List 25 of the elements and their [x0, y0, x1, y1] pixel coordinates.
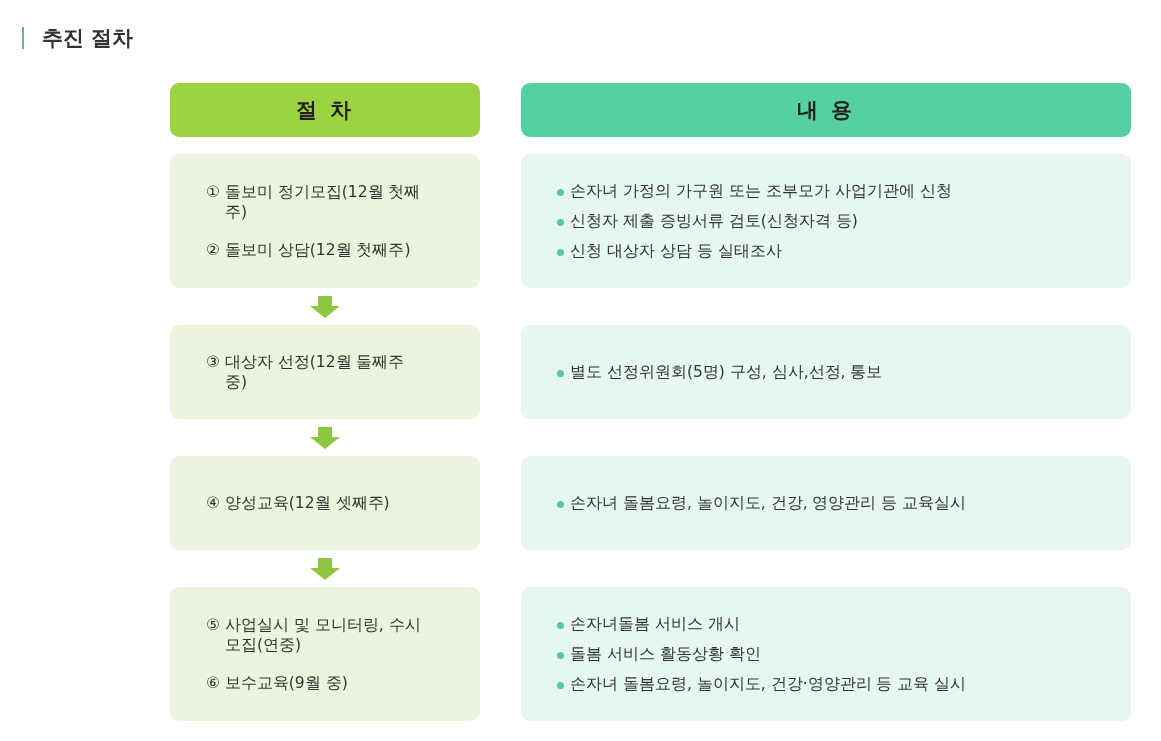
bullet-item: 신청 대상자 상담 등 실태조사 — [557, 240, 782, 262]
bullet-item: 손자녀 돌봄요령, 놀이지도, 건강, 영양관리 등 교육실시 — [557, 492, 967, 514]
content-box — [521, 154, 1131, 288]
step-text: ① 돌보미 정기모집(12월 첫째주) — [206, 182, 422, 222]
content-box — [521, 325, 1131, 419]
column-header: 절 차 — [170, 83, 480, 137]
column-header: 내 용 — [521, 83, 1131, 137]
content-box — [521, 587, 1131, 721]
step-text: ② 돌보미 상담(12월 첫째주) — [206, 240, 411, 260]
step-text: ⑤ 사업실시 및 모니터링, 수시모집(연중) — [206, 615, 422, 655]
section-title: 추진 절차 — [42, 25, 134, 52]
step-text: ⑥ 보수교육(9월 중) — [206, 673, 348, 693]
step-box — [170, 587, 480, 721]
bullet-item: 손자녀 가정의 가구원 또는 조부모가 사업기관에 신청 — [557, 180, 952, 202]
bullet-item: 신청자 제출 증빙서류 검토(신청자격 등) — [557, 210, 858, 232]
step-text: ③ 대상자 선정(12월 둘째주 중) — [206, 352, 406, 392]
step-box — [170, 154, 480, 288]
content-box — [521, 456, 1131, 550]
step-text: ④ 양성교육(12월 셋째주) — [206, 493, 390, 513]
step-box — [170, 325, 480, 419]
bullet-item: 손자녀 돌봄요령, 놀이지도, 건강·영양관리 등 교육 실시 — [557, 673, 967, 695]
step-box — [170, 456, 480, 550]
bullet-item: 돌봄 서비스 활동상황 확인 — [557, 643, 761, 665]
bullet-item: 별도 선정위원회(5명) 구성, 심사,선정, 통보 — [557, 361, 883, 383]
bullet-item: 손자녀돌봄 서비스 개시 — [557, 613, 740, 635]
